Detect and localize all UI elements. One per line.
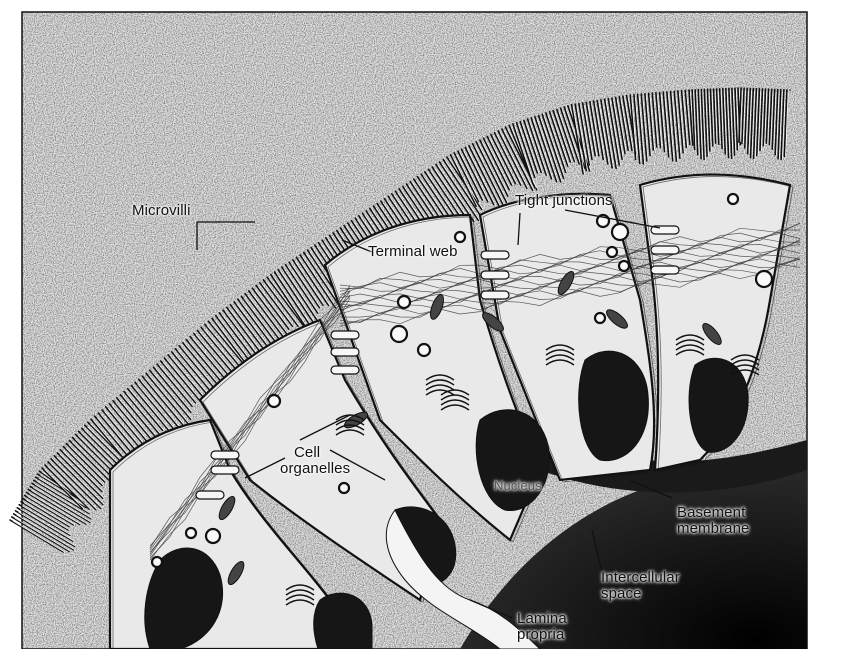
label-tight-junctions: Tight junctions <box>515 193 613 209</box>
tight-junction <box>211 451 239 459</box>
vesicle <box>268 395 280 407</box>
vesicle <box>391 326 407 342</box>
label-microvilli: Microvilli <box>132 203 191 219</box>
vesicle <box>186 528 196 538</box>
tight-junction <box>331 331 359 339</box>
tight-junction <box>481 251 509 259</box>
label-terminal-web: Terminal web <box>368 244 458 260</box>
vesicle <box>455 232 465 242</box>
vesicle <box>206 529 220 543</box>
tight-junction <box>651 266 679 274</box>
vesicle <box>619 261 629 271</box>
label-lamina-propria-line1: Lamina <box>517 611 567 627</box>
vesicle <box>756 271 772 287</box>
label-lamina-propria: Lamina propria <box>517 611 567 643</box>
label-basement-membrane-line2: membrane <box>677 521 750 537</box>
vesicle <box>728 194 738 204</box>
label-nucleus: Nucleus <box>494 478 542 494</box>
tight-junction <box>651 246 679 254</box>
vesicle <box>612 224 628 240</box>
tight-junction <box>481 271 509 279</box>
tight-junction <box>196 491 224 499</box>
vesicle <box>607 247 617 257</box>
label-cell-organelles-line2: organelles <box>280 461 350 477</box>
tight-junction <box>331 348 359 356</box>
vesicle <box>418 344 430 356</box>
label-intercellular-space-line2: space <box>601 586 680 602</box>
vesicle <box>152 557 162 567</box>
vesicle <box>595 313 605 323</box>
label-basement-membrane: Basement membrane <box>677 505 750 537</box>
label-basement-membrane-line1: Basement <box>677 505 750 521</box>
label-intercellular-space-line1: Intercellular <box>601 570 680 586</box>
label-cell-organelles-line1: Cell <box>280 445 350 461</box>
label-lamina-propria-line2: propria <box>517 627 567 643</box>
label-intercellular-space: Intercellular space <box>601 570 680 602</box>
vesicle <box>398 296 410 308</box>
vesicle <box>339 483 349 493</box>
tight-junction <box>481 291 509 299</box>
tight-junction <box>211 466 239 474</box>
tight-junction <box>331 366 359 374</box>
label-cell-organelles: Cell organelles <box>280 445 350 477</box>
